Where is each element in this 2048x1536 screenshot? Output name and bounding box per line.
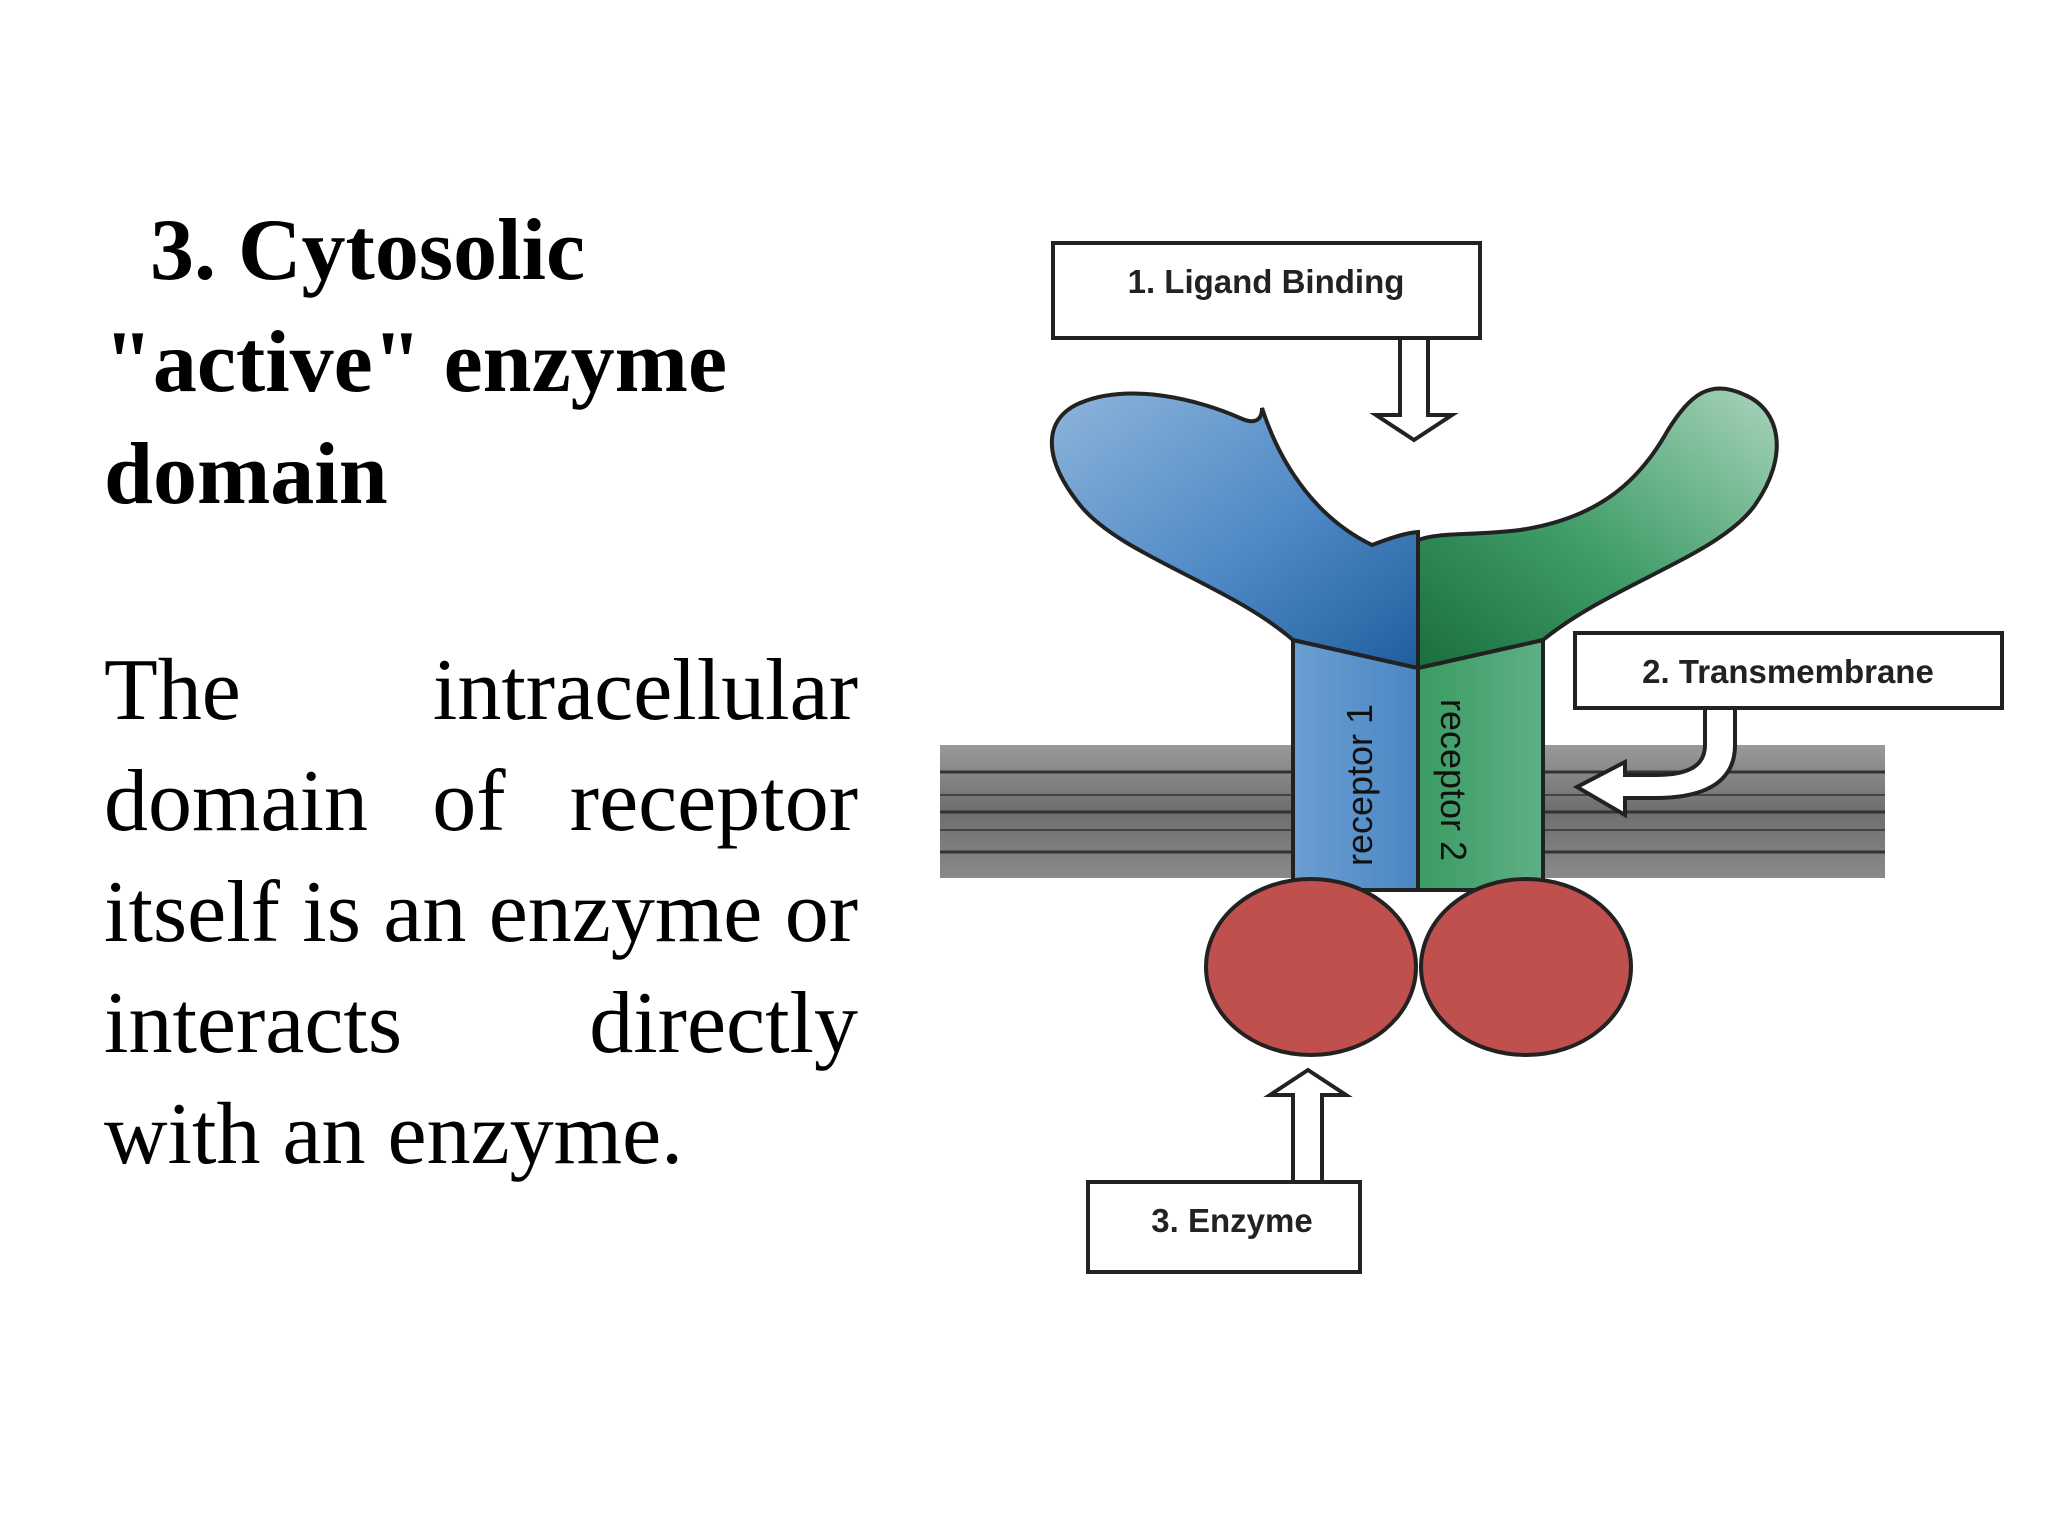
ligand-arrow-icon bbox=[1369, 336, 1459, 443]
receptor-1-shape bbox=[1049, 391, 1420, 892]
enzyme-callout: 3. Enzyme bbox=[1086, 1067, 1362, 1274]
transmembrane-callout: 2. Transmembrane bbox=[1572, 631, 2004, 819]
transmembrane-arrow-icon bbox=[1572, 706, 1737, 819]
heading-line-1: 3. Cytosolic bbox=[150, 202, 586, 299]
enzyme-domain-2 bbox=[1419, 877, 1633, 1057]
slide-heading: 3. Cytosolic "active" enzyme domain bbox=[104, 195, 824, 531]
enzyme-label: 3. Enzyme bbox=[1151, 1202, 1312, 1239]
heading-line-3: domain bbox=[104, 426, 388, 523]
receptor-1-label: receptor 1 bbox=[1339, 704, 1380, 866]
enzyme-arrow-icon bbox=[1263, 1067, 1353, 1184]
slide-body-text: The intracellular domain of receptor its… bbox=[104, 642, 858, 1183]
enzyme-domain-1 bbox=[1204, 877, 1418, 1057]
ligand-binding-callout: 1. Ligand Binding bbox=[1051, 241, 1482, 443]
ligand-binding-label: 1. Ligand Binding bbox=[1128, 263, 1405, 300]
heading-line-2: "active" enzyme bbox=[104, 314, 728, 411]
transmembrane-label: 2. Transmembrane bbox=[1642, 653, 1934, 690]
receptor-2-label: receptor 2 bbox=[1433, 699, 1474, 861]
